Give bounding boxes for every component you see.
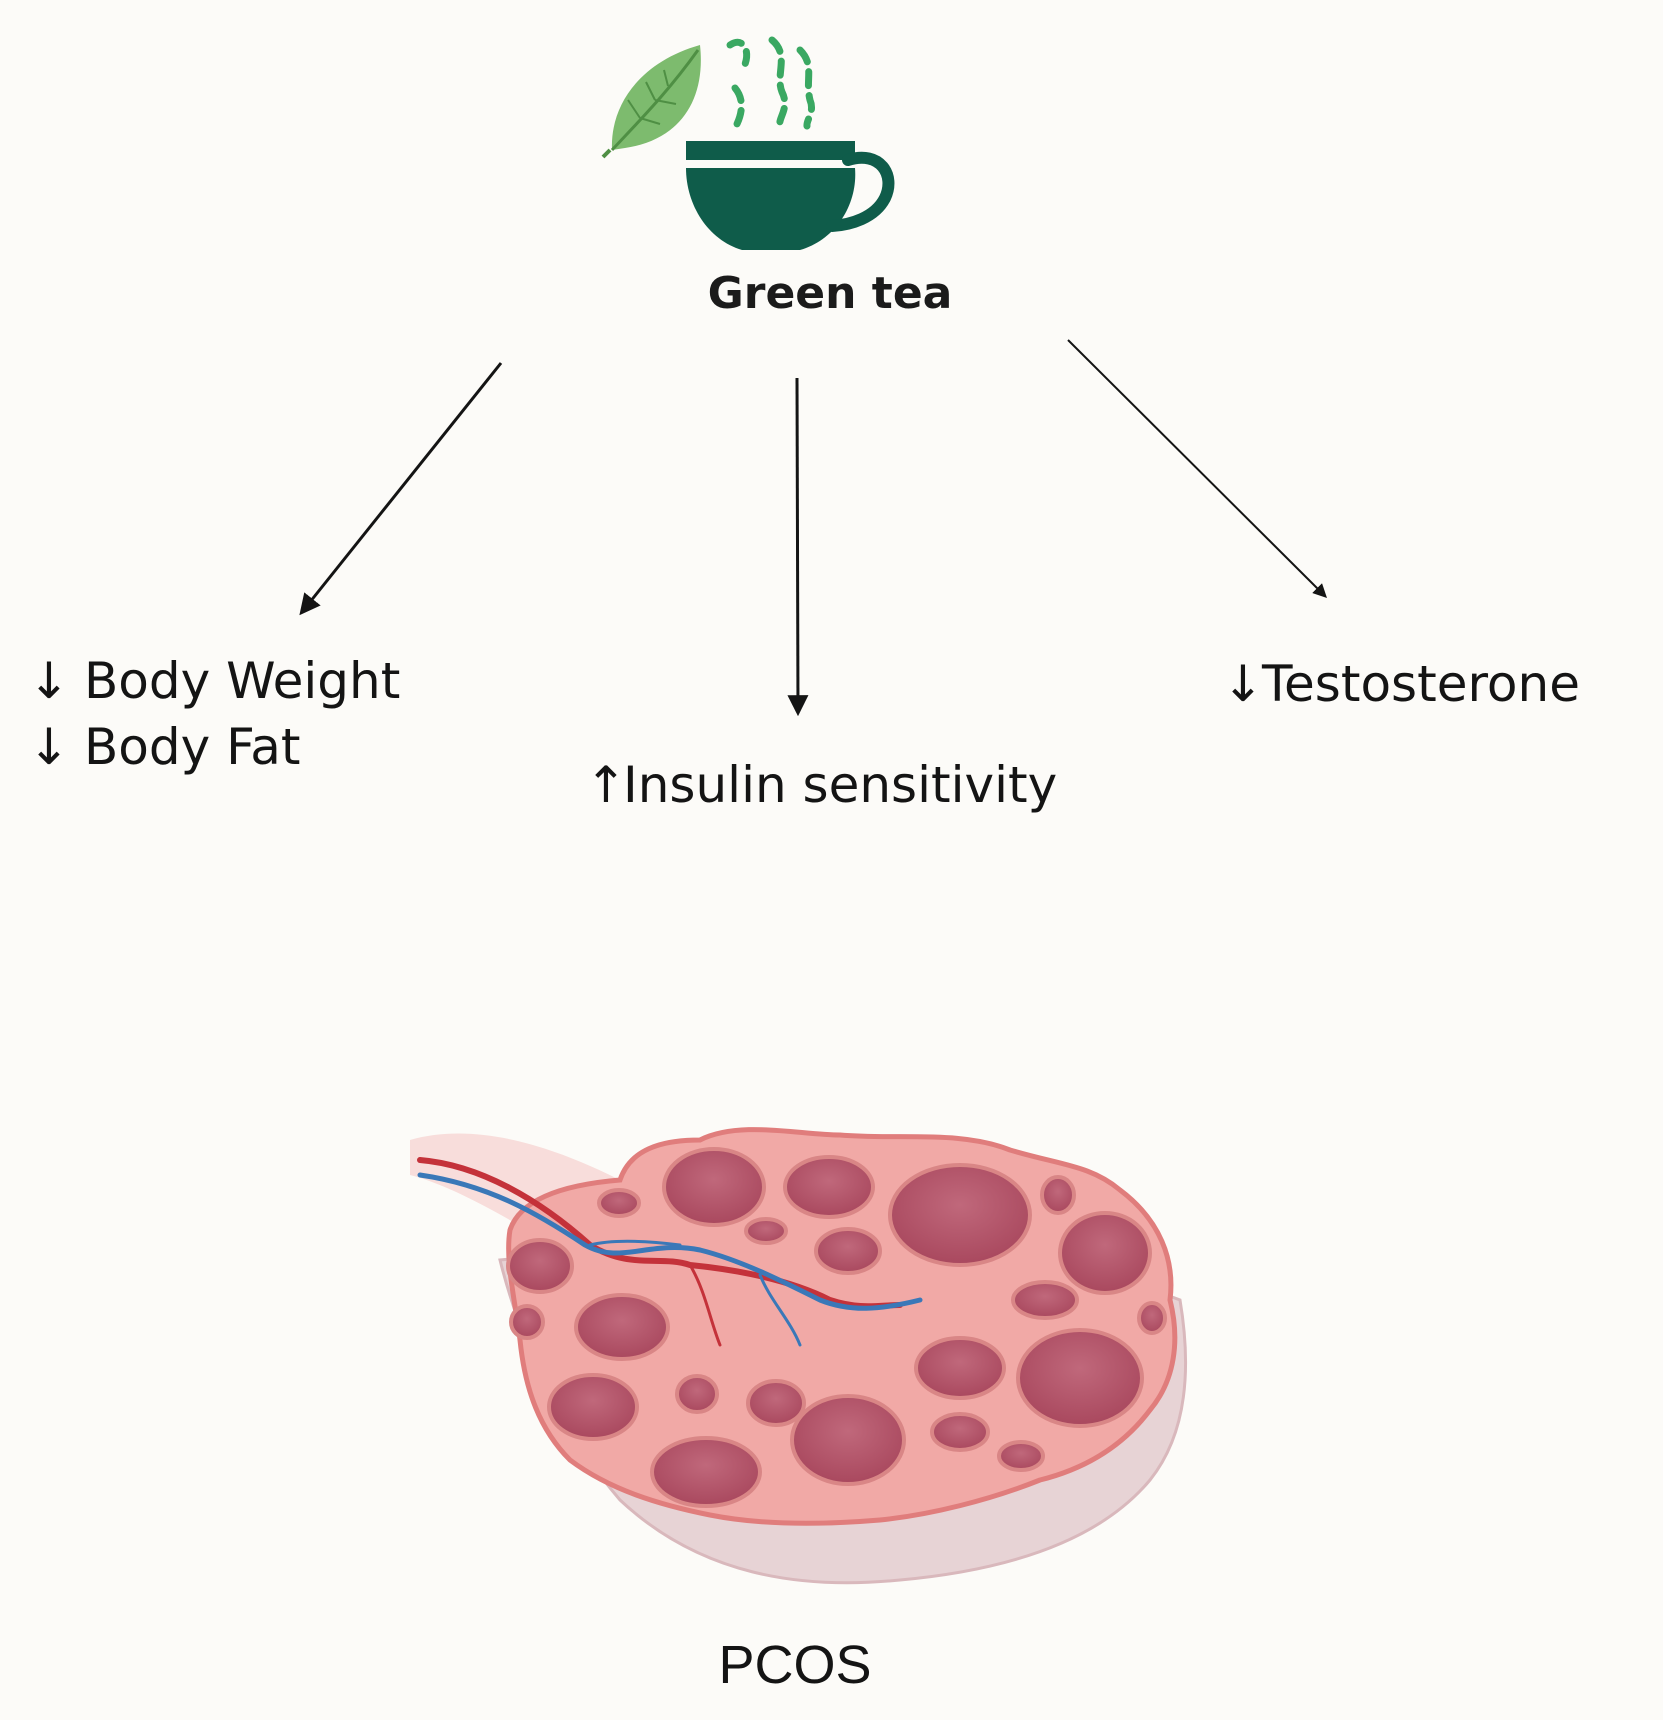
green-tea-icon [601, 36, 895, 250]
tea-leaf-icon [601, 45, 701, 159]
effect-text: Testosterone [1262, 655, 1580, 713]
decrease-arrow-icon: ↓ [28, 652, 70, 710]
blood-vessels [417, 1157, 923, 1347]
vein [417, 1172, 923, 1311]
polycystic-ovary-illustration [410, 1127, 1188, 1585]
arrow-to-insulin [787, 377, 809, 717]
weight-fat-effects: ↓Body Weight ↓Body Fat [28, 648, 400, 780]
steam-icon [726, 36, 815, 132]
decrease-arrow-icon: ↓ [28, 718, 70, 776]
arrow-to-body-weight [299, 362, 503, 616]
effect-text: Insulin sensitivity [623, 756, 1058, 814]
effect-insulin-sensitivity: ↑Insulin sensitivity [585, 752, 1057, 818]
pcos-label: PCOS [718, 1635, 872, 1695]
teacup-icon [686, 141, 895, 250]
effect-body-weight: ↓Body Weight [28, 648, 400, 714]
effect-text: Body Fat [84, 718, 301, 776]
follicles [506, 1147, 1167, 1508]
increase-arrow-icon: ↑ [585, 756, 627, 814]
green-tea-label: Green tea [707, 268, 953, 319]
effect-body-fat: ↓Body Fat [28, 714, 400, 780]
artery [417, 1157, 903, 1310]
effect-testosterone: ↓Testosterone [1222, 651, 1580, 717]
decrease-arrow-icon: ↓ [1222, 655, 1264, 713]
arrow-to-testosterone [1067, 339, 1327, 598]
effect-text: Body Weight [84, 652, 401, 710]
